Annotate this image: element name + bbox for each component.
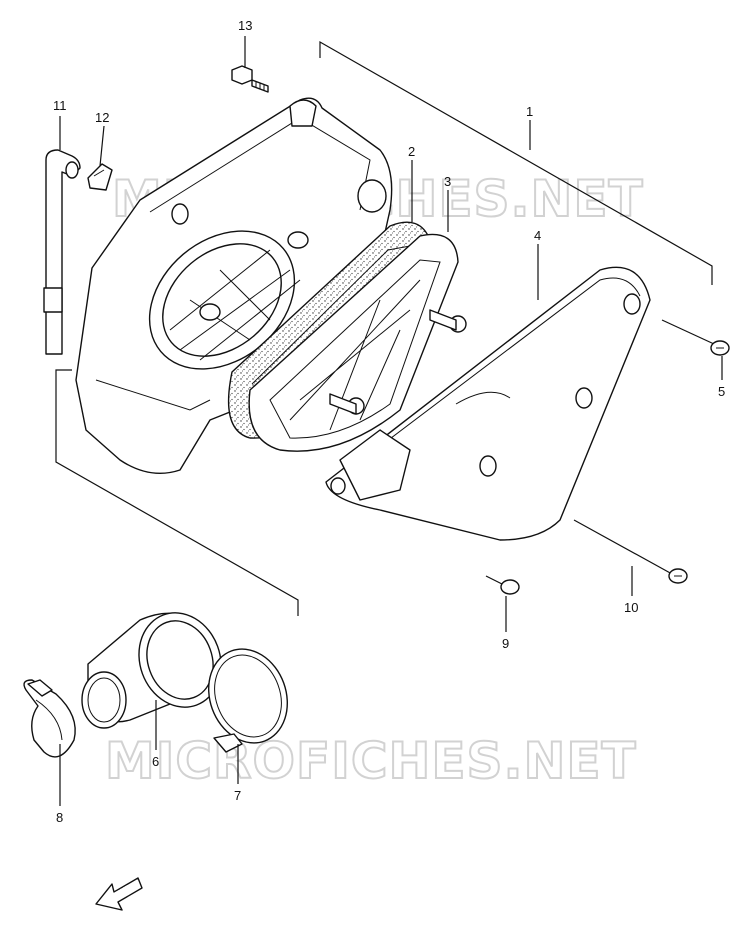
callout-6: 6: [152, 754, 159, 769]
screw-9: [485, 575, 520, 595]
intake-pipe-6: [81, 612, 222, 729]
air-cleaner-case: [75, 97, 393, 475]
callout-1: 1: [526, 104, 533, 119]
callout-11: 11: [53, 98, 67, 113]
callout-7: 7: [234, 788, 241, 803]
callout-8: 8: [56, 810, 63, 825]
callout-9: 9: [502, 636, 509, 651]
hose-11: [43, 149, 81, 355]
cover-4: [325, 266, 651, 541]
callout-10: 10: [624, 600, 638, 615]
screw-10: [573, 519, 688, 584]
leader-lines: [59, 36, 723, 806]
callout-3: 3: [444, 174, 451, 189]
element-frame-3: [248, 233, 467, 452]
callout-12: 12: [95, 110, 109, 125]
fwd-arrow-icon: FWD: [95, 877, 143, 911]
clamp-7: [207, 648, 289, 753]
clamp-8: [23, 679, 76, 758]
callout-2: 2: [408, 144, 415, 159]
bracket-item-1: [319, 40, 713, 285]
clip-12: [87, 163, 113, 191]
callout-4: 4: [534, 228, 541, 243]
bolt-13: [231, 65, 269, 93]
screw-5: [661, 319, 730, 356]
callout-13: 13: [238, 18, 252, 33]
watermark-bottom: MICROFICHES.NET: [105, 732, 637, 790]
callout-5: 5: [718, 384, 725, 399]
bracket-intake-group: [55, 369, 299, 616]
